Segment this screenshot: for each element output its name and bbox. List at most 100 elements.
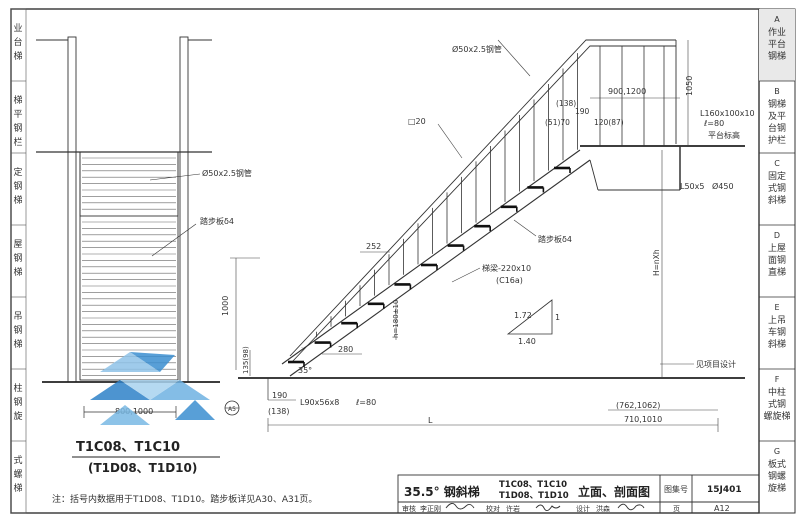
sidebar-line: 固定	[768, 170, 786, 182]
drawing-code-line1: T1C08、T1C10	[76, 440, 180, 455]
left-strip-line: 梯	[13, 338, 22, 350]
left-strip-line: 吊	[13, 311, 22, 322]
sidebar-line: 作业	[768, 26, 786, 38]
slope-172-label: 1.72	[514, 311, 532, 320]
tread-252-label: 252	[366, 242, 381, 251]
dim-280-label: 280	[338, 345, 353, 354]
angle-35-label: 35°	[298, 366, 312, 375]
dim-nxh-label: H=nXh	[652, 249, 661, 276]
handrail-label: Ø50x2.5钢管	[452, 44, 502, 54]
left-strip-line: 钢	[13, 252, 22, 264]
sidebar-line: 上屋	[768, 243, 786, 254]
reviewer-signature	[445, 503, 475, 510]
angle-len-label: ℓ=80	[703, 119, 724, 128]
left-strip-line: 业	[13, 23, 22, 34]
sidebar-line: 斜梯	[768, 338, 786, 350]
left-strip-line: 钢	[13, 324, 22, 336]
reference-bubble-text: A5	[228, 406, 236, 413]
handrail-leader	[497, 39, 531, 77]
sidebar-line: 式钢	[768, 398, 786, 410]
review-label: 审核	[402, 504, 416, 513]
sidebar-line: 钢螺	[768, 470, 786, 482]
slope-triangle	[506, 299, 553, 335]
left-strip-line: 栏	[13, 136, 22, 148]
stringer-bottom	[289, 159, 591, 377]
sidebar-letter: A	[774, 15, 780, 24]
platform-bracket	[589, 159, 599, 191]
bottom-len-label: ℓ=80	[355, 398, 376, 407]
sidebar-line: 钢梯	[768, 98, 786, 110]
left-strip-line: 式	[13, 454, 22, 466]
stringer-top	[281, 149, 581, 365]
dim-135-label: 135(98)	[242, 346, 250, 374]
rail-1050-label: 1050	[685, 76, 694, 96]
watermark-logo	[90, 352, 215, 425]
title-codes-line2: T1D08、T1D10	[499, 491, 569, 501]
left-strip-line: 平	[13, 109, 22, 120]
sidebar-line: 直梯	[768, 266, 786, 278]
sidebar-letter: B	[774, 87, 780, 96]
sidebar-line: 护栏	[768, 134, 786, 146]
sidebar-line: 平台	[768, 38, 786, 50]
left-strip-line: 屋	[13, 239, 22, 250]
checker-name: 许岩	[506, 504, 520, 513]
bottom-138-label: (138)	[268, 407, 290, 416]
atlas-number: 15J401	[707, 485, 742, 495]
sidebar-letter: E	[774, 303, 779, 312]
designer-signature	[617, 503, 645, 511]
elevation-view	[281, 39, 745, 377]
stringer-label: 梯梁-220x10	[482, 263, 531, 273]
left-strip-line: 梯	[13, 94, 22, 106]
drawing-code-line2: (T1D08、T1D10)	[88, 461, 197, 475]
step-plate-label: 踏步板δ4	[538, 234, 572, 244]
sidebar-line: 式钢	[768, 182, 786, 194]
left-strip-line: 钢	[13, 122, 22, 134]
left-strip-line: 梯	[13, 266, 22, 278]
sidebar-letter: G	[774, 447, 780, 456]
left-strip-line: 梯	[13, 482, 22, 494]
tread-block-upper	[79, 151, 179, 217]
sidebar-line: 斜梯	[768, 194, 786, 206]
left-step-label: 踏步板δ4	[200, 216, 234, 226]
sidebar-line: 上吊	[768, 315, 786, 326]
left-strip-line: 钢	[13, 396, 22, 408]
left-step-leader	[151, 223, 197, 257]
title-codes-line1: T1C08、T1C10	[499, 480, 567, 490]
left-strip-line: 柱	[13, 382, 22, 394]
dim-138-label: (138)	[556, 99, 576, 108]
dim-710-label: 710,1010	[624, 415, 662, 424]
chapter-index-sidebar: A作业平台钢梯B钢梯及平台钢护栏C固定式钢斜梯D上屋面钢直梯E上吊车钢斜梯F中柱…	[759, 9, 795, 494]
left-strip-line: 定	[13, 166, 22, 178]
platform-elev-label: 平台标高	[708, 130, 740, 140]
atlas-label: 图集号	[664, 484, 688, 494]
left-strip-line: 钢	[13, 180, 22, 192]
title-block	[397, 474, 760, 514]
handrail-lower	[291, 45, 676, 363]
sidebar-line: 板式	[768, 458, 786, 470]
left-strip-line: 旋	[13, 410, 22, 422]
span-top-label: 900,1200	[608, 87, 646, 96]
left-strip-line: 台	[13, 36, 22, 48]
designer-name: 洪森	[596, 504, 610, 513]
sidebar-letter: D	[774, 231, 780, 240]
post-label: □20	[408, 117, 426, 126]
left-pipe-label: Ø50x2.5钢管	[202, 168, 252, 178]
sidebar-line: 及平	[768, 111, 786, 122]
handrail-upper	[289, 39, 676, 357]
dim-190-label: 190	[575, 107, 590, 116]
left-strip-line: 梯	[13, 194, 22, 206]
bottom-angle-label: L90x56x8	[300, 398, 339, 407]
sidebar-line: 台钢	[768, 122, 786, 134]
reviewer-name: 李正刚	[420, 504, 441, 513]
sidebar-line: 中柱	[768, 386, 786, 398]
rise-1000-label: 1000	[221, 296, 230, 316]
bottom-190-label: 190	[272, 391, 287, 400]
